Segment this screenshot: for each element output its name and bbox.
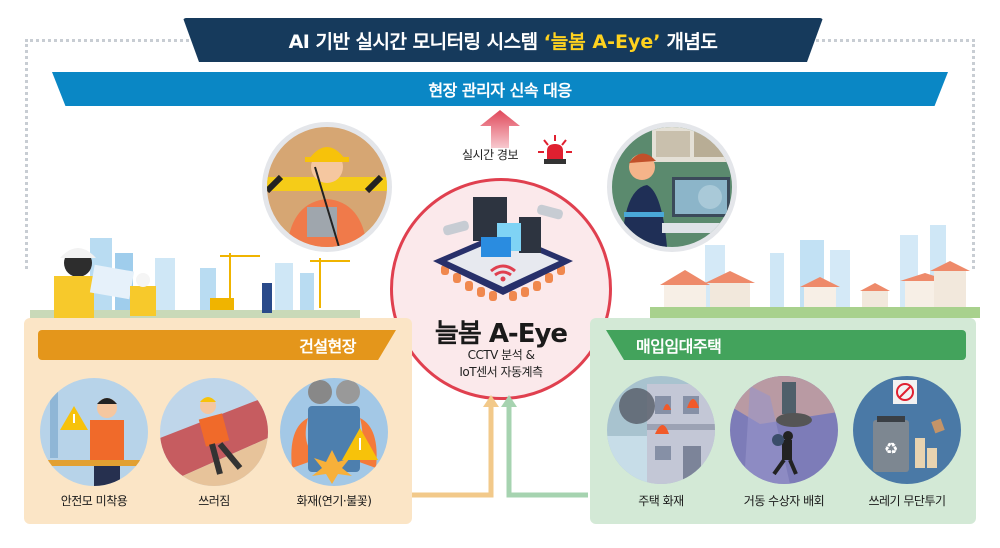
svg-text:♻: ♻ (884, 439, 898, 458)
fall-circle (160, 378, 268, 486)
up-arrow-icon (480, 110, 520, 148)
hub-subtitle-line1: CCTV 분석 & (467, 348, 535, 362)
suspicious-person-circle (730, 376, 838, 484)
alert-label: 실시간 경보 (462, 148, 519, 162)
housing-scene-illustration (650, 225, 980, 318)
illegal-dumping-circle: ♻ (853, 376, 961, 484)
monitoring-operator-circle (607, 122, 737, 252)
house-fire-illustration (607, 384, 715, 484)
house-fire-label: 주택 화재 (638, 494, 684, 508)
suspicious-person-label: 거동 수상자 배회 (743, 494, 825, 508)
fall-illustration (160, 396, 268, 486)
house-fire-circle (607, 376, 715, 484)
fall-label: 쓰러짐 (198, 494, 230, 508)
housing-tag: 매입임대주택 (606, 330, 966, 360)
construction-label: 건설현장 (299, 337, 356, 356)
response-bar: 현장 관리자 신속 대응 (52, 72, 948, 106)
no-helmet-label: 안전모 미착용 (60, 494, 128, 508)
construction-scene-illustration (30, 238, 360, 320)
hub-title: 늘봄 A-Eye (434, 319, 568, 349)
siren-icon (538, 135, 572, 164)
no-helmet-circle (40, 378, 148, 486)
nulbom-a-eye-hub: 늘봄 A-Eye CCTV 분석 & IoT센서 자동계측 (390, 178, 612, 400)
housing-label: 매입임대주택 (636, 337, 722, 356)
site-manager-illustration (267, 147, 387, 247)
suspicious-person-illustration (730, 376, 838, 484)
construction-tag: 건설현장 (38, 330, 396, 360)
title-suffix: 개념도 (666, 30, 718, 53)
monitoring-operator-illustration (622, 127, 732, 247)
title-prefix: AI 기반 실시간 모니터링 시스템 (288, 30, 539, 53)
no-helmet-illustration (40, 388, 148, 486)
fire-smoke-label: 화재(연기·불꽃) (296, 494, 372, 508)
site-manager-circle (262, 122, 392, 252)
fire-circle (280, 378, 388, 486)
title-highlight: ‘늘봄 A-Eye’ (543, 30, 661, 53)
response-label: 현장 관리자 신속 대응 (428, 81, 572, 100)
hub-subtitle-line2: IoT센서 자동계측 (459, 365, 543, 379)
ai-chip-illustration (433, 197, 573, 301)
fire-illustration (291, 380, 378, 484)
illegal-dumping-illustration: ♻ (873, 380, 945, 472)
title-banner: AI 기반 실시간 모니터링 시스템 ‘늘봄 A-Eye’ 개념도 (183, 18, 823, 62)
connector-arrows (412, 395, 588, 498)
illegal-dumping-label: 쓰레기 무단투기 (868, 494, 946, 508)
